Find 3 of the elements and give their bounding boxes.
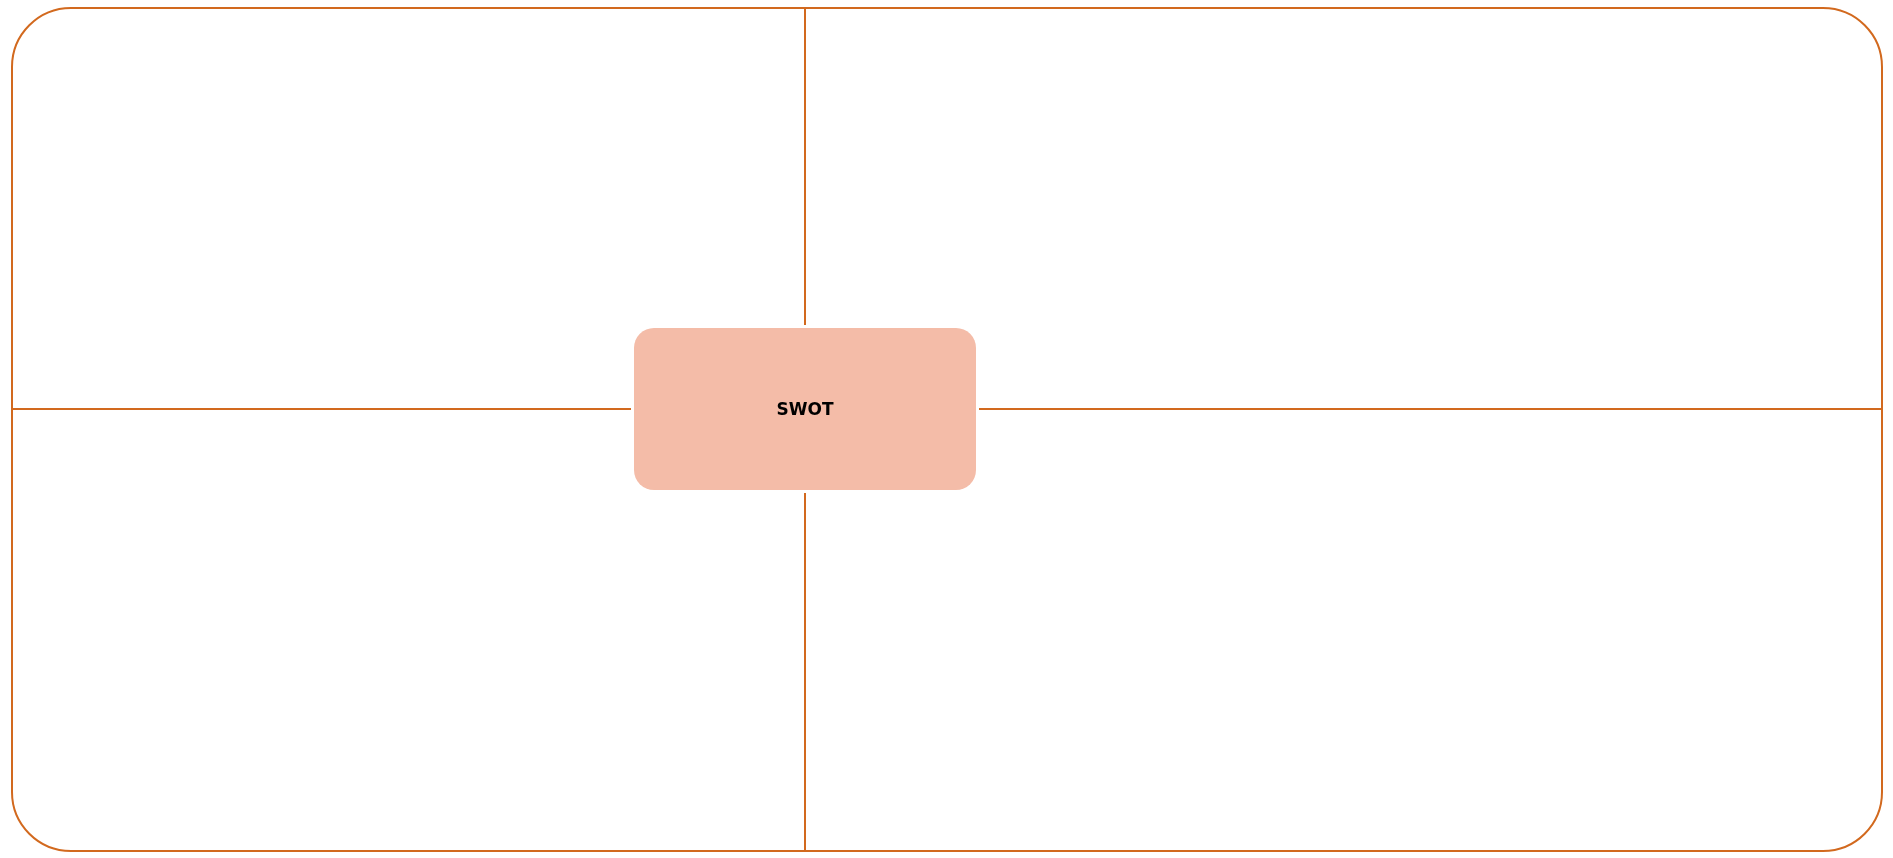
center-box [634, 328, 976, 490]
frame-box [11, 7, 1883, 852]
center-title: SWOT [776, 399, 834, 419]
